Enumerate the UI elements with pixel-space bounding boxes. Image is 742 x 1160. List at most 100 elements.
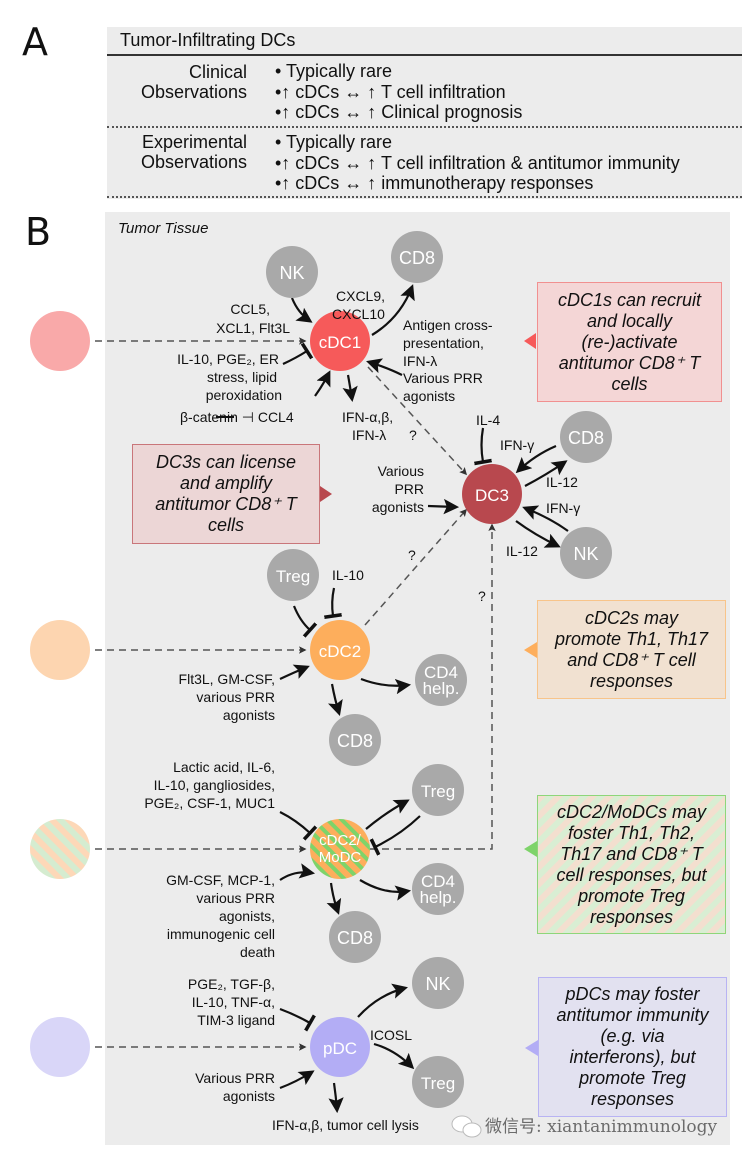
callout-line: promote Th1, Th17 — [554, 628, 709, 649]
dc3-callout: DC3s can license and amplify antitumor C… — [132, 444, 320, 544]
question-mark: ? — [408, 547, 416, 563]
callout-line: cell responses, but — [556, 864, 707, 885]
cdc1-recruit-label: XCL1, Flt3L — [216, 320, 290, 336]
pdc-output-arrow — [328, 1082, 344, 1114]
callout-line: antitumor CD8⁺ T — [155, 494, 297, 514]
crosspresentation-label: Antigen cross- — [403, 317, 493, 333]
callout-line: Th17 and CD8⁺ T — [560, 843, 703, 864]
nk-label: NK — [279, 263, 304, 283]
callout-line: cDC2s may — [584, 607, 678, 628]
callout-line: antitumor immunity — [556, 1005, 709, 1025]
cdc1-to-cd8-arrow — [371, 284, 415, 336]
callout-line: foster Th1, Th2, — [567, 822, 696, 843]
callout-line: and CD8⁺ T cell — [567, 649, 696, 670]
cd8-label: CD8 — [568, 428, 604, 448]
cdc1-precursor — [30, 311, 90, 371]
dc3-il12-to-nk-arrow — [515, 520, 561, 548]
panel-b-letter: B — [25, 210, 52, 254]
il4-inhibit-dc3-line — [474, 427, 492, 466]
prr-label: Various — [378, 463, 424, 479]
nk-to-cdc1-arrow — [290, 297, 313, 323]
cdc2-to-dc3-dashed-arrow — [364, 508, 467, 626]
callout-line: and locally — [586, 310, 673, 331]
pdc-callout: pDCs may foster antitumor immunity (e.g.… — [538, 977, 727, 1117]
treg-cell-modc — [412, 764, 464, 816]
il12-label: IL-12 — [546, 474, 578, 490]
watermark-text: 微信号: xiantanimmunology — [485, 1117, 718, 1137]
callout-line: DC3s can license — [155, 452, 297, 472]
inhibit-pdc-line — [279, 1007, 316, 1032]
prr-to-dc3-arrow — [427, 498, 460, 515]
nk-cell-dc3 — [560, 527, 612, 579]
modc-precursor — [30, 819, 90, 879]
clinical-observations-label: Clinical Observations — [141, 62, 247, 102]
clinical-observations-list: • Typically rare •↑ cDCs ↔ ↑ T cell infi… — [275, 61, 522, 123]
ifn-label: IFN-λ — [352, 427, 386, 443]
treg-label: Treg — [421, 782, 455, 801]
ifn-label: IFN-α,β, — [342, 409, 393, 425]
cd8-cell-modc — [329, 911, 381, 963]
cd4-help-cell-modc — [412, 863, 464, 915]
callout-line: (re-)activate — [581, 331, 678, 352]
bcatenin-ccl4-label: β-catenin ⊣ CCL4 — [180, 409, 294, 425]
pdc-callout-pointer — [525, 1040, 538, 1056]
label-line: Observations — [140, 82, 247, 102]
cdc1-inhibit-label: peroxidation — [206, 387, 282, 403]
experimental-observations-label: Experimental Observations — [141, 132, 247, 172]
list-item: •↑ cDCs ↔ ↑ Clinical prognosis — [275, 102, 523, 122]
list-item: •↑ cDCs ↔ ↑ T cell infiltration & antitu… — [275, 152, 680, 173]
cd4-label-line1: CD4 — [424, 663, 458, 682]
callout-line: promote Treg — [579, 1068, 686, 1088]
treg-cell-cdc2 — [267, 549, 319, 601]
il10-inhibit-cdc2-line — [324, 587, 342, 619]
pdc-output-label: IFN-α,β, tumor cell lysis — [272, 1117, 419, 1133]
pdc-inhibit-label: IL-10, TNF-α, — [192, 994, 275, 1010]
callout-line: responses — [589, 906, 674, 927]
modc-callout: cDC2/MoDCs may foster Th1, Th2, Th17 and… — [537, 795, 726, 934]
modc-inhibit-label: PGE₂, CSF-1, MUC1 — [144, 795, 275, 811]
prr-label: agonists — [403, 388, 455, 404]
cd4-label-line2: help. — [420, 888, 457, 907]
cd4-label-line2: help. — [423, 679, 460, 698]
pdc-inhibit-label: PGE₂, TGF-β, — [188, 976, 275, 992]
cdc2-to-cd8-arrow — [328, 683, 343, 716]
panel-a-header-rule — [107, 54, 742, 56]
chemokine-label: CXCL10 — [332, 306, 385, 322]
modc-activator-label: immunogenic cell — [167, 926, 275, 942]
cdc1-to-dc3-dashed-arrow — [367, 366, 468, 476]
nk-label: NK — [425, 974, 450, 994]
callout-line: and amplify — [179, 473, 273, 493]
cdc2-activator-label: various PRR — [196, 689, 275, 705]
cdc1-to-ifn-arrow — [342, 374, 358, 403]
ccl4-to-cdc1-arrow — [314, 370, 331, 397]
cdc1-inhibit-label: IL-10, PGE₂, ER — [177, 351, 279, 367]
cd4-label-line1: CD4 — [421, 872, 455, 891]
label-line: Observations — [140, 152, 247, 172]
inhibit-cdc1-line — [282, 342, 314, 365]
cd8-cell-dc3 — [560, 411, 612, 463]
cd8-label: CD8 — [399, 248, 435, 268]
cdc2-precursor — [30, 620, 90, 680]
pdc-inhibit-label: TIM-3 ligand — [197, 1012, 275, 1028]
cd4-help-cell-cdc2 — [415, 654, 467, 706]
modc-inhibit-label: IL-10, gangliosides, — [154, 777, 275, 793]
modc-callout-pointer — [524, 841, 537, 857]
pdc-icosl-to-treg-arrow — [373, 1042, 415, 1070]
modc-inhibit-label: Lactic acid, IL-6, — [173, 759, 275, 775]
list-item: • Typically rare — [275, 132, 393, 152]
cdc2-node — [310, 620, 370, 680]
crosspresentation-label: IFN-λ — [403, 353, 437, 369]
cd8-label: CD8 — [337, 928, 373, 948]
callout-line: cDC1s can recruit — [557, 289, 702, 310]
nk-cell-pdc — [412, 957, 464, 1009]
treg-label: Treg — [276, 567, 310, 586]
nk-ifng-to-dc3-arrow — [522, 505, 569, 532]
list-item: •↑ cDCs ↔ ↑ T cell infiltration — [275, 81, 506, 102]
nk-label: NK — [573, 544, 598, 564]
modc-label-line2: MoDC — [319, 849, 362, 866]
ifng-label: IFN-γ — [500, 437, 534, 453]
callout-line: (e.g. via — [600, 1026, 665, 1046]
question-mark: ? — [478, 588, 486, 604]
pdc-precursor — [30, 1017, 90, 1077]
cdc1-callout: cDC1s can recruit and locally (re-)activ… — [537, 282, 722, 402]
